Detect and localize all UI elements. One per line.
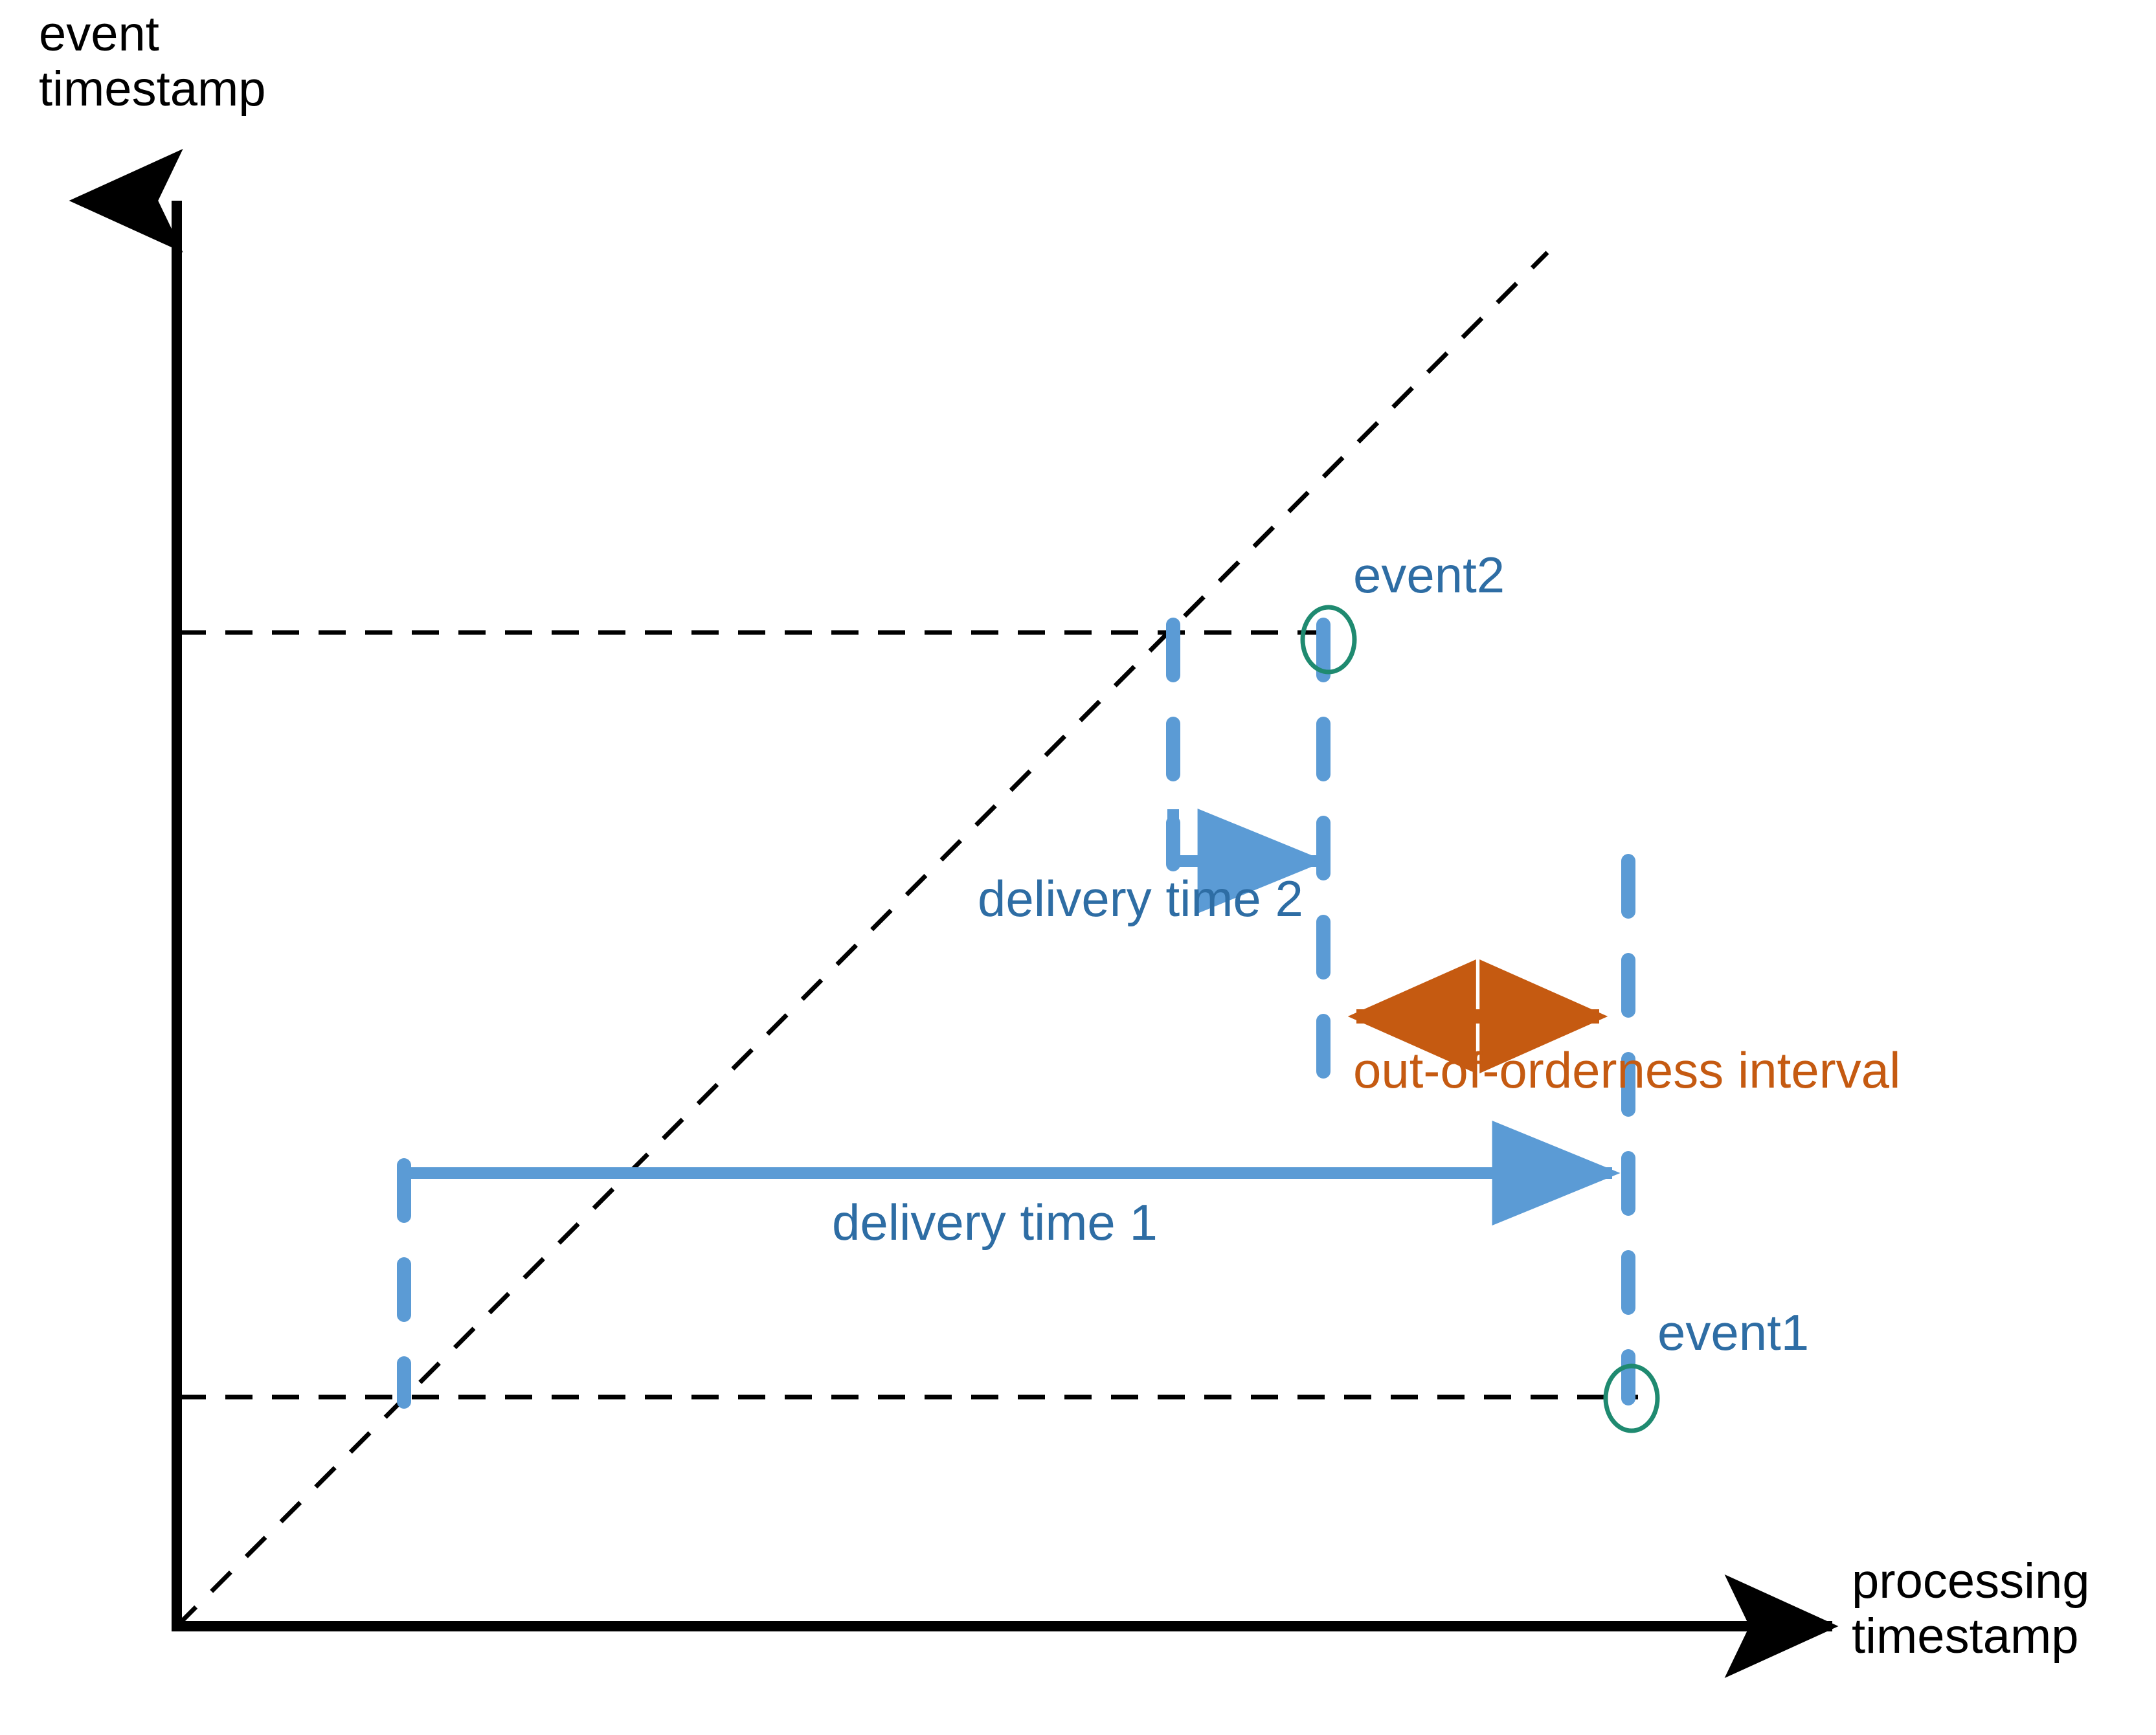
event2-marker-circle xyxy=(1300,605,1357,675)
delivery-time-1-label: delivery time 1 xyxy=(832,1194,1158,1251)
delivery-time-2-arrow xyxy=(1167,809,1326,913)
out-of-orderness-interval-label: out-of-orderness interval xyxy=(1353,1042,1901,1099)
identity-reference-line xyxy=(175,251,1549,1628)
x-axis-label: processing timestamp xyxy=(1852,1554,2090,1664)
event1-label: event1 xyxy=(1657,1304,1810,1361)
event1-marker-circle xyxy=(1603,1363,1660,1433)
event2-label: event2 xyxy=(1353,546,1505,603)
y-axis-label: event timestamp xyxy=(39,6,266,117)
delivery-time-2-label: delivery time 2 xyxy=(978,870,1303,927)
